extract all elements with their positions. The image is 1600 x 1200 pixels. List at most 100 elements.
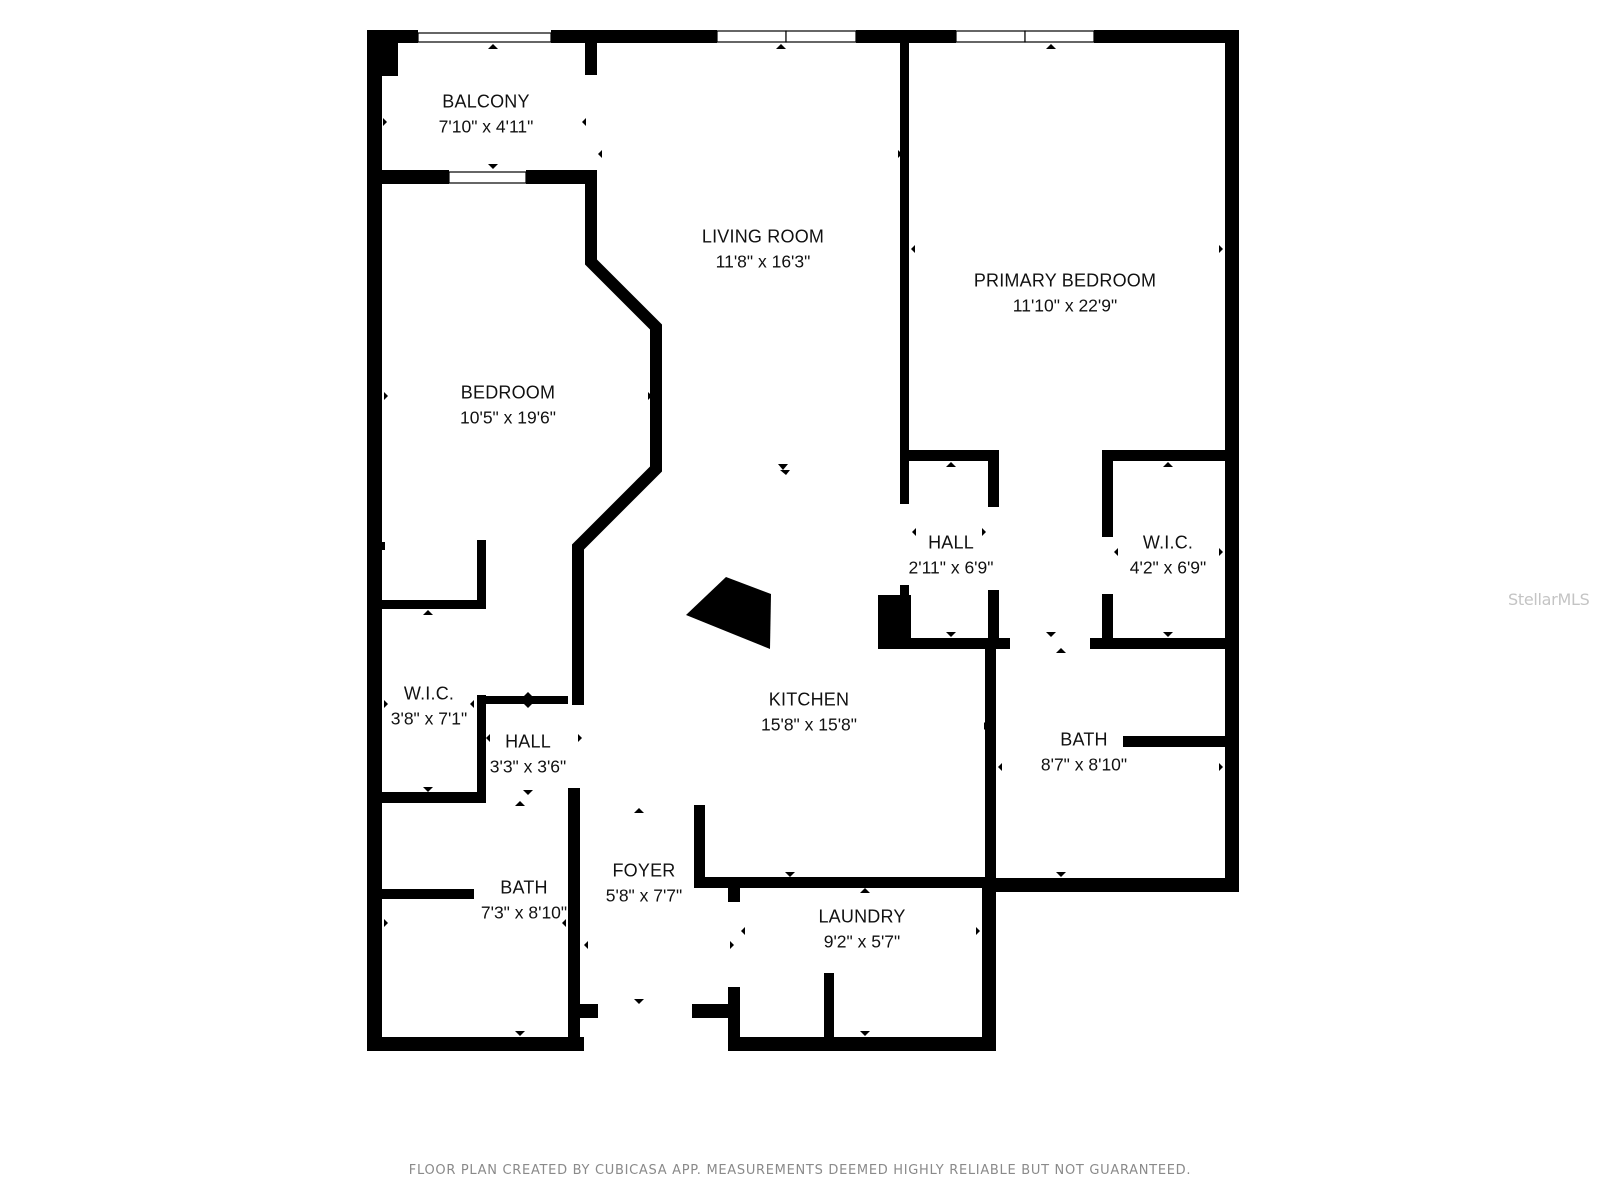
wall-laundry-right bbox=[982, 878, 996, 1051]
tick bbox=[1046, 632, 1056, 637]
tick bbox=[515, 1031, 525, 1036]
wall-top-segment-d bbox=[1094, 30, 1239, 43]
room-name: BEDROOM bbox=[460, 382, 556, 403]
tick bbox=[860, 1031, 870, 1036]
wall-primary-wic-left-low bbox=[1102, 594, 1113, 646]
fireplace bbox=[686, 577, 771, 649]
tick bbox=[776, 44, 786, 49]
tick bbox=[1219, 763, 1223, 771]
room-balcony: BALCONY 7'10" x 4'11" bbox=[439, 88, 534, 139]
wall-balcony-bottom-b bbox=[526, 170, 596, 184]
room-dimensions: 3'8" x 7'1" bbox=[390, 708, 468, 729]
wall-balcony-bottom-a bbox=[367, 170, 449, 184]
wall-foyer-bottom-right bbox=[692, 1004, 740, 1018]
tick bbox=[911, 245, 915, 253]
tick bbox=[383, 118, 387, 126]
tick bbox=[785, 872, 795, 877]
tick bbox=[562, 919, 566, 927]
wall-hall-right-low bbox=[988, 590, 999, 646]
tick bbox=[1163, 462, 1173, 467]
room-dimensions: 7'10" x 4'11" bbox=[438, 116, 534, 137]
window-living-1 bbox=[716, 30, 787, 43]
window-living-2 bbox=[785, 30, 857, 43]
watermark-logo: StellarMLS bbox=[1508, 590, 1590, 609]
tick bbox=[1046, 44, 1056, 49]
wall-wic-bottom bbox=[1090, 638, 1239, 649]
room-dimensions: 8'7" x 8'10" bbox=[1040, 754, 1128, 775]
tick bbox=[515, 801, 525, 806]
tick bbox=[384, 392, 388, 400]
tick bbox=[488, 164, 498, 169]
wall-laundry-left-bottom bbox=[728, 987, 740, 1051]
tick bbox=[741, 927, 745, 935]
wall-top-segment-b bbox=[551, 30, 717, 43]
room-kitchen: KITCHEN 15'8" x 15'8" bbox=[761, 686, 857, 737]
tick bbox=[860, 888, 870, 893]
window-primary-2 bbox=[1024, 30, 1095, 43]
wall-closet-right bbox=[477, 540, 486, 608]
wall-balcony-right bbox=[585, 30, 597, 75]
room-hall-small: HALL 3'3" x 3'6" bbox=[490, 728, 567, 779]
room-wic-bedroom: W.I.C. 3'8" x 7'1" bbox=[391, 680, 468, 731]
room-dimensions: 11'10" x 22'9" bbox=[1012, 295, 1118, 316]
wall-bath2-vanity bbox=[367, 889, 474, 899]
room-dimensions: 2'11" x 6'9" bbox=[908, 557, 994, 578]
tick bbox=[523, 703, 533, 708]
wall-bottom-left bbox=[367, 1037, 584, 1051]
tick bbox=[998, 763, 1002, 771]
tick bbox=[1056, 648, 1066, 653]
tick bbox=[486, 734, 490, 742]
wall-kitchen-island-left bbox=[694, 805, 705, 888]
wall-wic-top bbox=[367, 600, 486, 609]
tick bbox=[523, 692, 533, 697]
wall-hall-small-top bbox=[477, 696, 568, 704]
wall-right-bottom bbox=[990, 878, 1239, 892]
tick bbox=[523, 790, 533, 795]
room-dimensions: 5'8" x 7'7" bbox=[605, 885, 683, 906]
tick bbox=[1219, 548, 1223, 556]
tick bbox=[423, 787, 433, 792]
tick bbox=[946, 462, 956, 467]
tick bbox=[648, 392, 652, 400]
tick bbox=[984, 722, 988, 730]
disclaimer-footer: FLOOR PLAN CREATED BY CUBICASA APP. MEAS… bbox=[408, 1163, 1192, 1178]
tick bbox=[946, 632, 956, 637]
room-name: W.I.C. bbox=[1142, 532, 1194, 553]
tick bbox=[584, 941, 588, 949]
room-wic-primary: W.I.C. 4'2" x 6'9" bbox=[1130, 529, 1207, 580]
wall-foyer-bottom-left bbox=[578, 1004, 598, 1018]
tick bbox=[898, 150, 902, 158]
room-name: HALL bbox=[928, 532, 974, 553]
tick bbox=[384, 700, 388, 708]
room-dimensions: 15'8" x 15'8" bbox=[761, 714, 857, 735]
room-primary-bedroom: PRIMARY BEDROOM 11'10" x 22'9" bbox=[974, 267, 1156, 318]
wall-bedroom-angled bbox=[572, 170, 662, 705]
tick bbox=[598, 150, 602, 158]
room-name: FOYER bbox=[612, 860, 676, 881]
tick bbox=[488, 44, 498, 49]
wall-bath-shower bbox=[1123, 736, 1239, 747]
tick bbox=[982, 528, 986, 536]
wall-pillar bbox=[878, 595, 911, 649]
wall-bath2-top bbox=[367, 795, 475, 803]
wall-primary-wic-top bbox=[1102, 450, 1239, 461]
wall-bottom-laundry bbox=[728, 1037, 996, 1051]
room-hall-primary: HALL 2'11" x 6'9" bbox=[909, 529, 994, 580]
tick bbox=[778, 464, 788, 470]
tick bbox=[1114, 548, 1118, 556]
room-dimensions: 4'2" x 6'9" bbox=[1129, 557, 1207, 578]
room-foyer: FOYER 5'8" x 7'7" bbox=[606, 857, 683, 908]
room-name: LIVING ROOM bbox=[701, 226, 825, 247]
tick bbox=[780, 470, 790, 475]
tick bbox=[1219, 245, 1223, 253]
tick bbox=[730, 941, 734, 949]
tick bbox=[634, 999, 644, 1004]
room-dimensions: 11'8" x 16'3" bbox=[715, 251, 811, 272]
wall-primary-hall-top bbox=[900, 450, 999, 461]
room-dimensions: 7'3" x 8'10" bbox=[480, 902, 568, 923]
tick bbox=[912, 528, 916, 536]
tick bbox=[582, 118, 586, 126]
tick bbox=[578, 734, 582, 742]
room-bedroom: BEDROOM 10'5" x 19'6" bbox=[460, 379, 556, 430]
tick bbox=[634, 808, 644, 813]
